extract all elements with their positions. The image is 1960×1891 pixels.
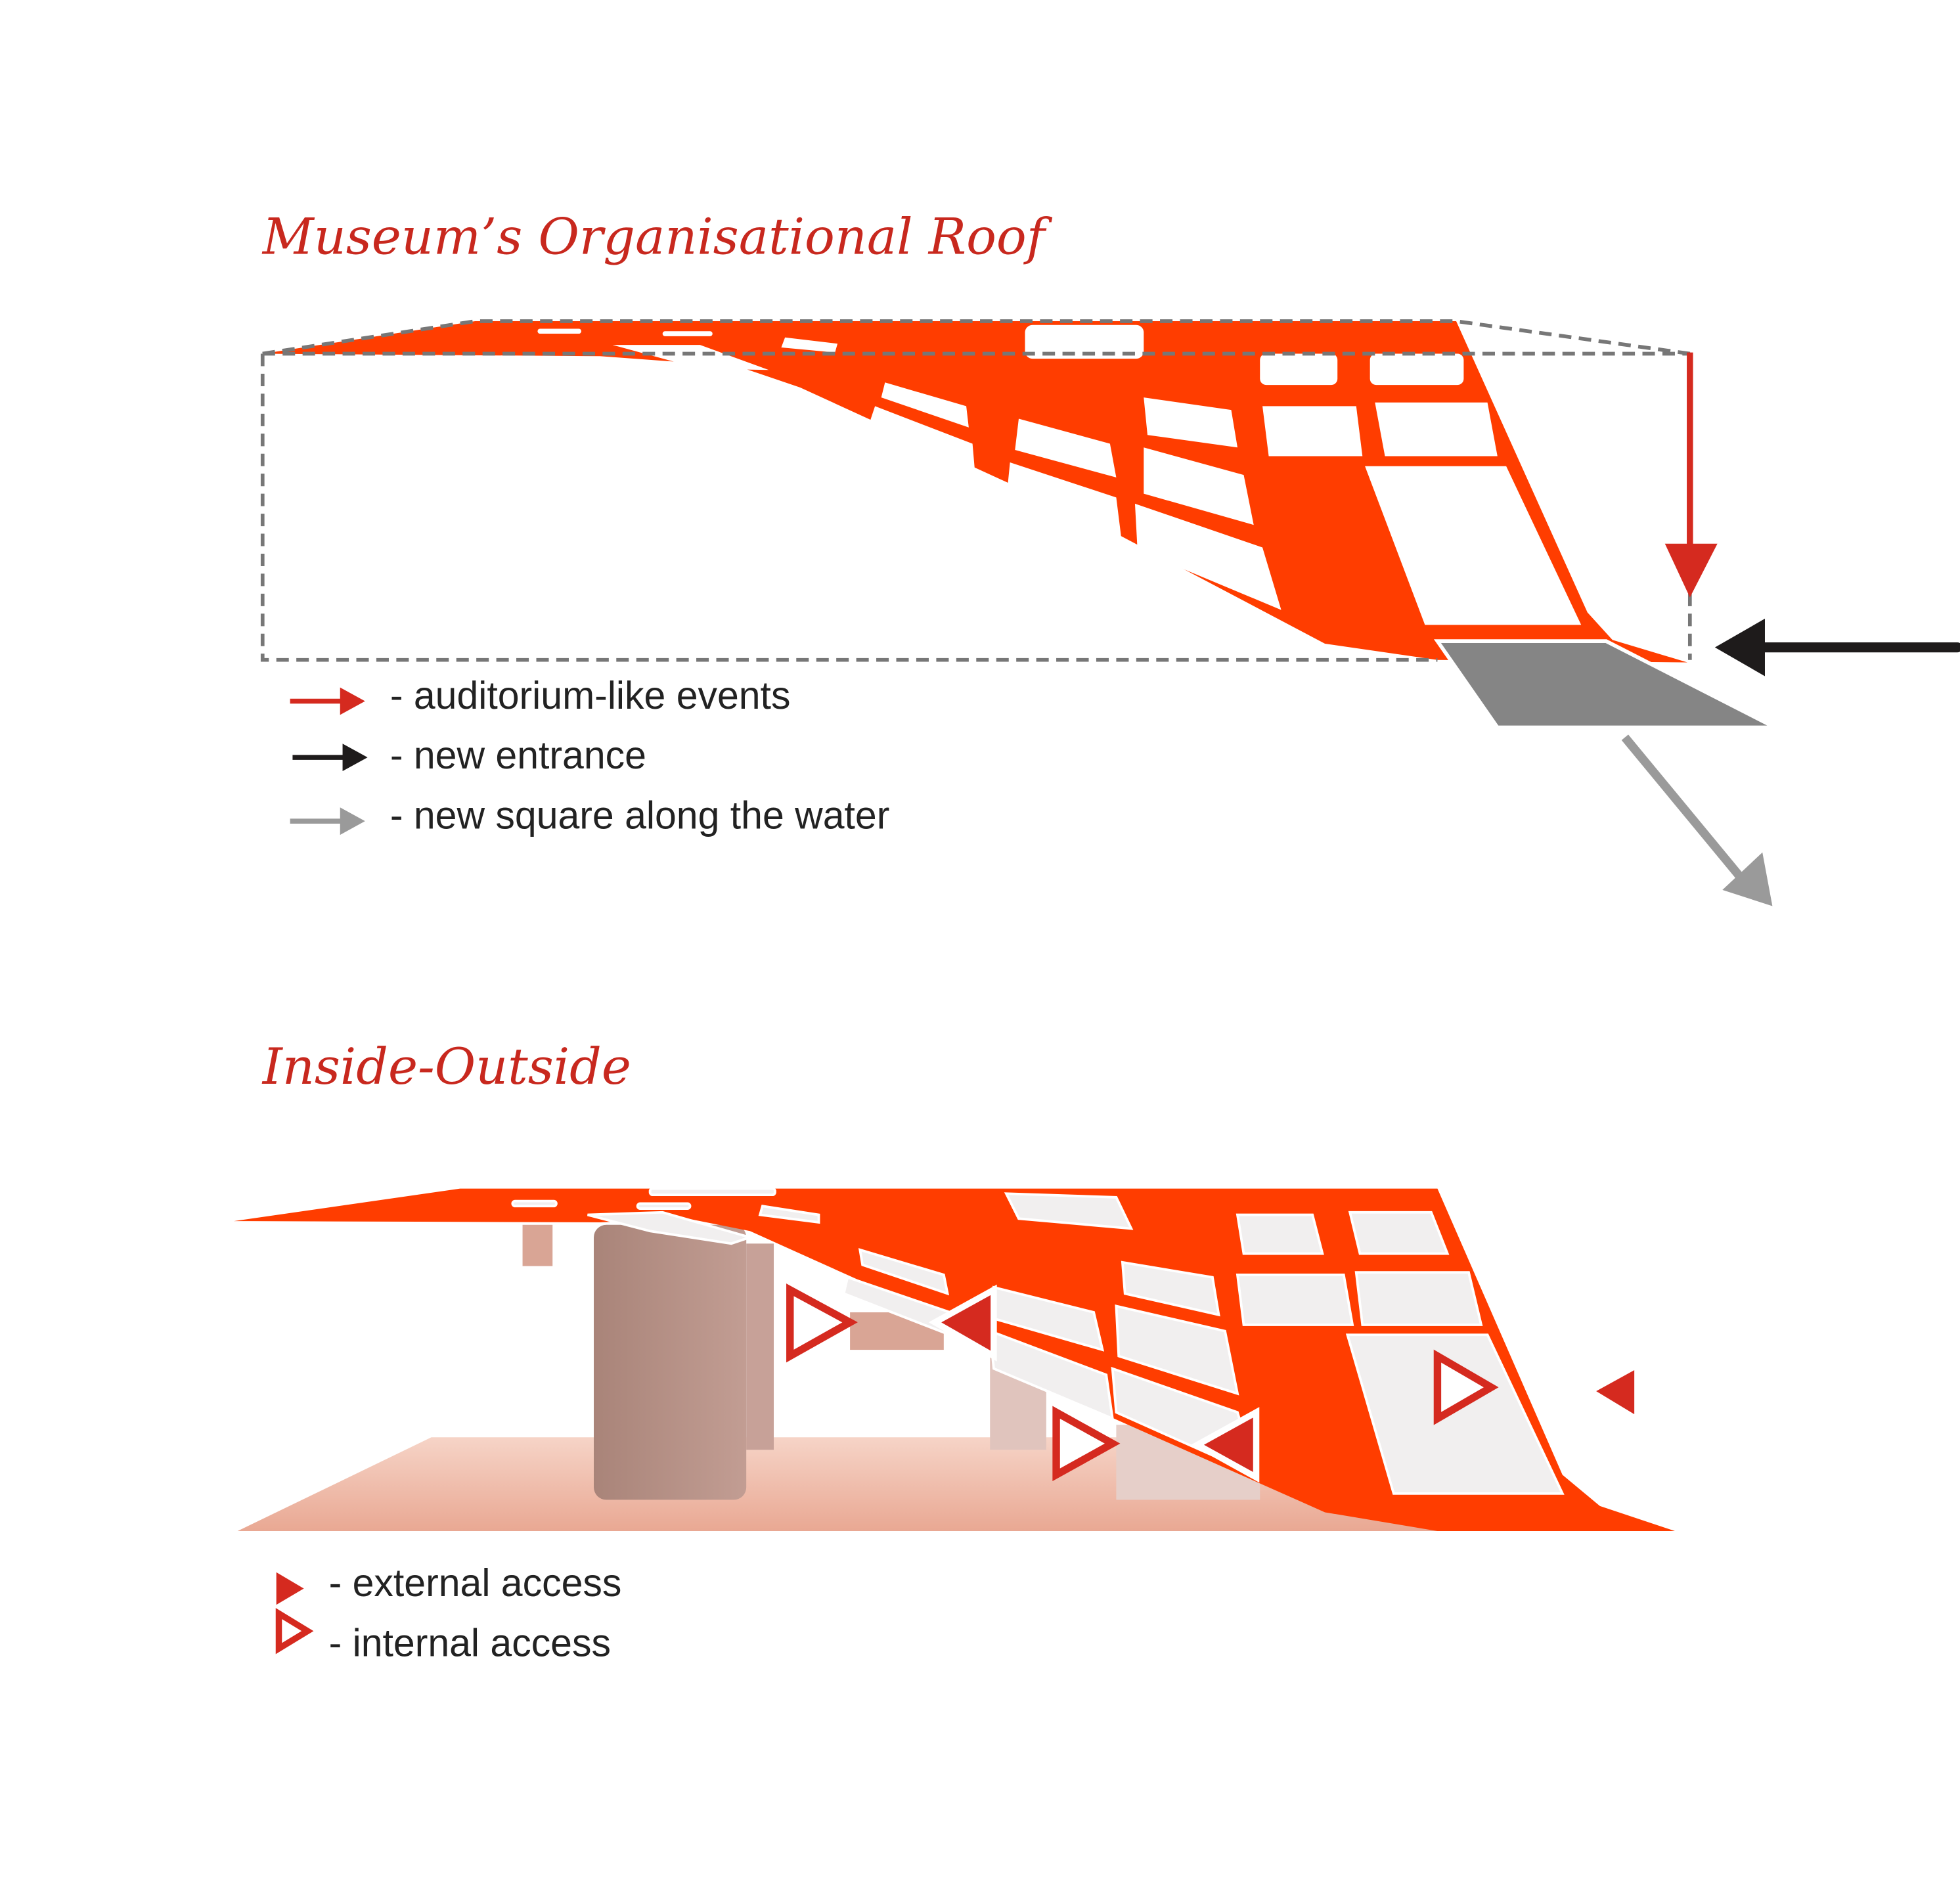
internal-access-icon [275, 1608, 314, 1655]
legend-item-external-access: - external access [276, 1562, 622, 1605]
legend-item-auditorium: - auditorium-like events [290, 675, 791, 717]
svg-text:- auditorium-like events: - auditorium-like events [390, 675, 791, 717]
roof-model-render [234, 1187, 1675, 1531]
column [746, 1243, 774, 1450]
internal-access-icon [1433, 1349, 1499, 1425]
new-square-plane [1433, 639, 1776, 730]
legend-item-internal-access: - internal access [275, 1608, 611, 1664]
column [522, 1224, 553, 1266]
external-access-icon [1191, 1407, 1260, 1483]
access-markers [786, 1283, 1641, 1483]
square-arrow [1621, 734, 1773, 906]
external-access-icon [1584, 1359, 1641, 1426]
svg-text:- new entrance: - new entrance [390, 734, 646, 777]
external-access-icon [276, 1572, 304, 1605]
svg-text:- new square along the water: - new square along the water [390, 795, 889, 837]
internal-access-icon [786, 1283, 858, 1363]
column [594, 1224, 747, 1500]
svg-text:- external access: - external access [329, 1562, 622, 1605]
auditorium-arrow [1664, 352, 1718, 598]
entrance-arrow [1714, 618, 1960, 677]
legend-item-square: - new square along the water [290, 795, 889, 837]
legend-item-entrance: - new entrance [292, 734, 646, 777]
section-title-inside-outside: Inside-Outside [261, 1037, 631, 1096]
internal-access-icon [1052, 1406, 1121, 1482]
section-title-organisational-roof: Museum’s Organisational Roof [261, 207, 1053, 265]
roof-openings [537, 324, 1582, 625]
svg-text:- internal access: - internal access [329, 1622, 611, 1664]
roof-diagram-top [260, 319, 1960, 906]
external-access-icon [928, 1284, 997, 1362]
legend-bottom: - external access - internal access [275, 1562, 622, 1664]
legend-top: - auditorium-like events - new entrance … [290, 675, 889, 837]
